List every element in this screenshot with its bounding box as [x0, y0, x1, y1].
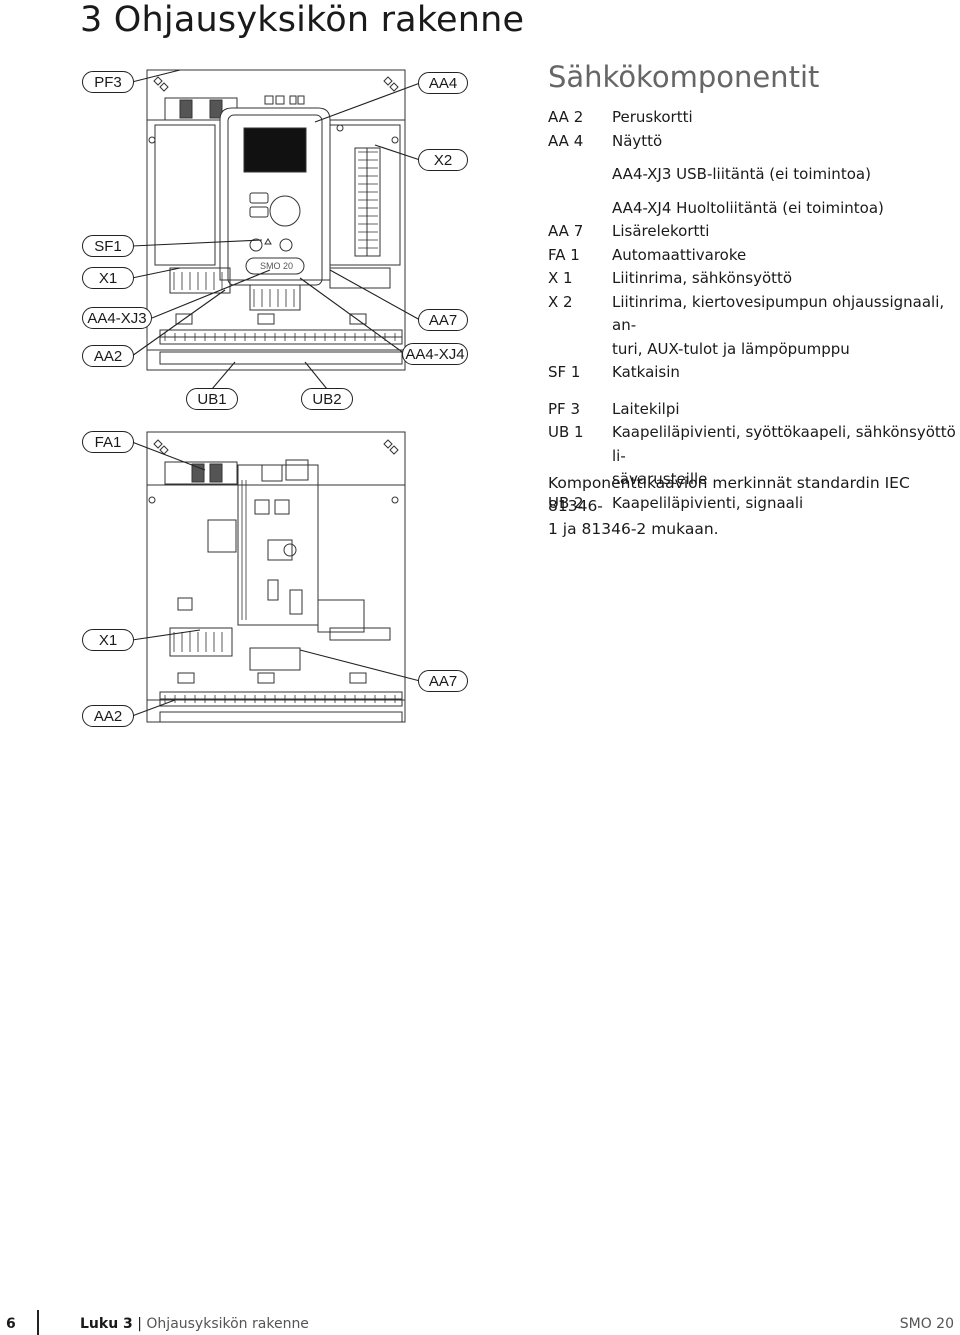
legend-code — [548, 163, 612, 187]
standard-note-line: 1 ja 81346-2 mukaan. — [548, 520, 719, 538]
legend-desc: Lisärelekortti — [612, 222, 710, 240]
footer-chapter: Luku 3 | Ohjausyksikön rakenne — [80, 1316, 309, 1332]
label-fa1: FA1 — [82, 431, 134, 453]
label-x1: X1 — [82, 267, 134, 289]
component-legend: AA 2 Peruskortti AA 4 Näyttö AA4-XJ3 USB-l… — [548, 106, 960, 515]
legend-code: PF 3 — [548, 399, 580, 418]
legend-desc: Automaattivaroke — [612, 245, 747, 264]
legend-row: AA4-XJ4 Huoltoliitäntä (ei toimintoa) — [548, 197, 960, 221]
label-aa4-xj4: AA4-XJ4 — [402, 343, 468, 365]
page-number: 6 — [6, 1316, 16, 1332]
legend-desc: Peruskortti — [612, 108, 693, 126]
legend-desc: Kaapeliläpivienti, syöttökaapeli, sähkön… — [612, 423, 956, 465]
label-x1-bottom: X1 — [82, 629, 134, 651]
legend-desc: AA4-XJ3 USB-liitäntä (ei toimintoa) — [612, 165, 871, 183]
standard-note: Komponenttikaavion merkinnät standardin … — [548, 472, 960, 541]
legend-row: X 1 Liitinrima, sähkönsyöttö — [548, 267, 960, 291]
legend-row: SF 1 Katkaisin — [548, 361, 960, 385]
legend-code: SF 1 — [548, 363, 581, 381]
standard-note-line: Komponenttikaavion merkinnät standardin … — [548, 474, 910, 515]
legend-code: UB 2 — [548, 493, 584, 512]
legend-code: AA 2 — [548, 108, 584, 126]
legend-code — [548, 197, 612, 221]
legend-code — [548, 338, 612, 362]
label-pf3: PF3 — [82, 71, 134, 93]
legend-row: X 2 Liitinrima, kiertovesipumpun ohjaussi… — [548, 291, 960, 338]
footer-separator: | — [137, 1316, 142, 1332]
legend-desc: Laitekilpi — [612, 399, 680, 418]
legend-desc: Kaapeliläpivienti, signaali — [612, 493, 804, 512]
legend-desc: Katkaisin — [612, 363, 680, 381]
legend-code: FA 1 — [548, 245, 580, 264]
label-aa7-bottom: AA7 — [418, 670, 468, 692]
legend-row: AA4-XJ3 USB-liitäntä (ei toimintoa) — [548, 163, 960, 187]
footer-divider — [37, 1310, 39, 1335]
legend-desc: AA4-XJ4 Huoltoliitäntä (ei toimintoa) — [612, 198, 884, 217]
footer-model: SMO 20 — [899, 1316, 954, 1332]
label-ub2: UB2 — [301, 388, 353, 410]
legend-code: UB 1 — [548, 423, 584, 441]
legend-row: FA 1 Automaattivaroke — [548, 244, 960, 268]
label-sf1: SF1 — [82, 235, 134, 257]
section-title: Sähkökomponentit — [548, 60, 820, 94]
label-aa2-bottom: AA2 — [82, 705, 134, 727]
label-x2: X2 — [418, 149, 468, 171]
label-aa7: AA7 — [418, 309, 468, 331]
legend-desc: turi, AUX-tulot ja lämpöpumppu — [612, 339, 850, 358]
legend-row: AA 7 Lisärelekortti — [548, 220, 960, 244]
legend-desc: Näyttö — [612, 131, 663, 150]
legend-row: PF 3 Laitekilpi — [548, 398, 960, 422]
control-unit-diagram — [131, 69, 421, 723]
footer-chapter-label: Luku 3 — [80, 1316, 133, 1332]
legend-desc: sävarusteille — [612, 470, 708, 488]
footer-chapter-title: Ohjausyksikön rakenne — [146, 1316, 309, 1332]
legend-code: X 2 — [548, 292, 573, 311]
legend-code: X 1 — [548, 269, 573, 287]
page-title: 3 Ohjausyksikön rakenne — [80, 0, 525, 40]
label-aa2: AA2 — [82, 345, 134, 367]
legend-row: turi, AUX-tulot ja lämpöpumppu — [548, 338, 960, 362]
legend-desc: Liitinrima, sähkönsyöttö — [612, 269, 793, 287]
legend-row: UB 1 Kaapeliläpivienti, syöttökaapeli, sä… — [548, 421, 960, 468]
device-model-label: SMO 20 — [260, 261, 294, 271]
legend-code: AA 4 — [548, 131, 584, 150]
legend-row: AA 4 Näyttö — [548, 130, 960, 154]
legend-row: sävarusteille — [548, 468, 960, 492]
legend-row: AA 2 Peruskortti — [548, 106, 960, 130]
legend-row: UB 2 Kaapeliläpivienti, signaali — [548, 492, 960, 516]
label-ub1: UB1 — [186, 388, 238, 410]
legend-code: AA 7 — [548, 222, 584, 240]
label-aa4: AA4 — [418, 72, 468, 94]
label-aa4-xj3: AA4-XJ3 — [82, 307, 152, 329]
legend-desc: Liitinrima, kiertovesipumpun ohjaussigna… — [612, 292, 945, 335]
